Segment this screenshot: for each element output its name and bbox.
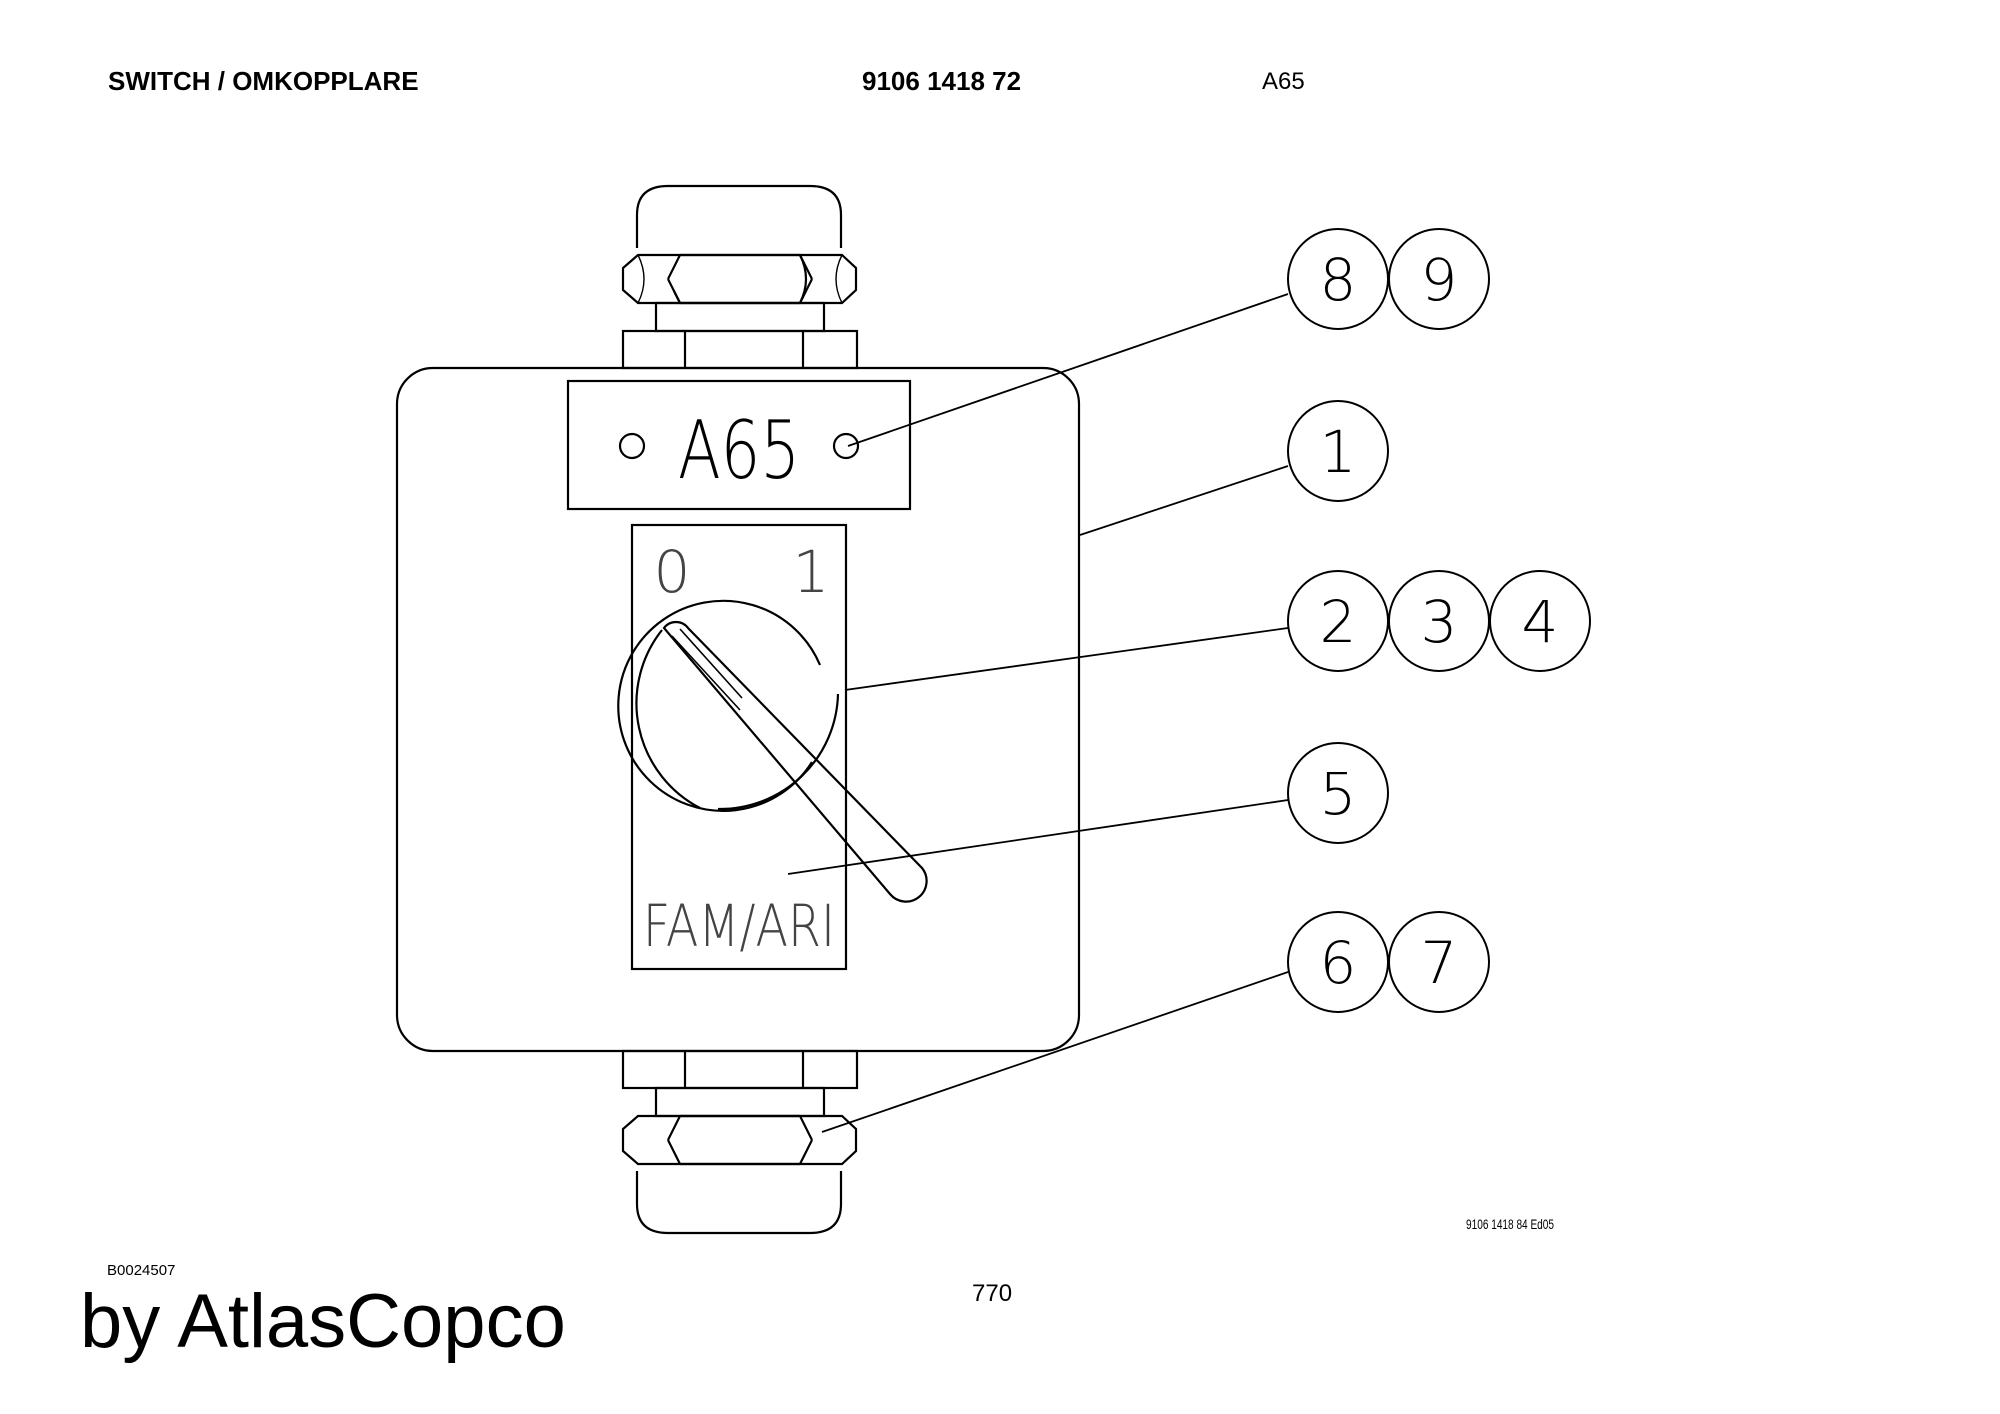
callout-number-7: 7 <box>1421 929 1458 997</box>
callout-number-9: 9 <box>1421 246 1458 314</box>
callout-number-3: 3 <box>1421 588 1458 656</box>
page-number: 770 <box>972 1280 1013 1307</box>
callout-circle-7 <box>1388 911 1490 1013</box>
rotary-knob <box>617 599 928 903</box>
component-code: A65 <box>1262 68 1305 95</box>
bottom-cable-gland <box>621 1049 859 1235</box>
top-cable-gland <box>621 184 859 370</box>
callout-number-1: 1 <box>1320 418 1357 486</box>
top-gland-nut <box>621 253 858 305</box>
callout-number-2: 2 <box>1320 588 1357 656</box>
callout-circle-4 <box>1489 570 1591 672</box>
position-1-label: 1 <box>793 538 830 606</box>
callout-number-5: 5 <box>1320 760 1357 828</box>
callout-number-4: 4 <box>1522 588 1559 656</box>
switch-faceplate <box>630 523 848 971</box>
callout-bubbles <box>1287 228 1591 1013</box>
callout-circle-5 <box>1287 742 1389 844</box>
leader-lines <box>787 293 1289 1133</box>
callout-circle-1 <box>1287 400 1389 502</box>
function-label: FAM/ARI <box>643 892 835 960</box>
knob-handle <box>662 620 928 903</box>
document-id: B0024507 <box>107 1262 176 1279</box>
drawing-reference: 9106 1418 84 Ed05 <box>1466 1216 1555 1232</box>
document-title: SWITCH / OMKOPPLARE <box>108 66 419 96</box>
position-0-label: 0 <box>654 538 691 606</box>
brand-footer: by AtlasCopco <box>80 1279 566 1364</box>
callout-circle-9 <box>1388 228 1490 330</box>
part-number: 9106 1418 72 <box>862 66 1022 96</box>
bottom-gland-nut <box>621 1114 858 1166</box>
callout-number-8: 8 <box>1320 246 1357 314</box>
callout-number-6: 6 <box>1320 929 1357 997</box>
label-plate <box>566 379 912 511</box>
plate-label-text: A65 <box>678 403 800 497</box>
